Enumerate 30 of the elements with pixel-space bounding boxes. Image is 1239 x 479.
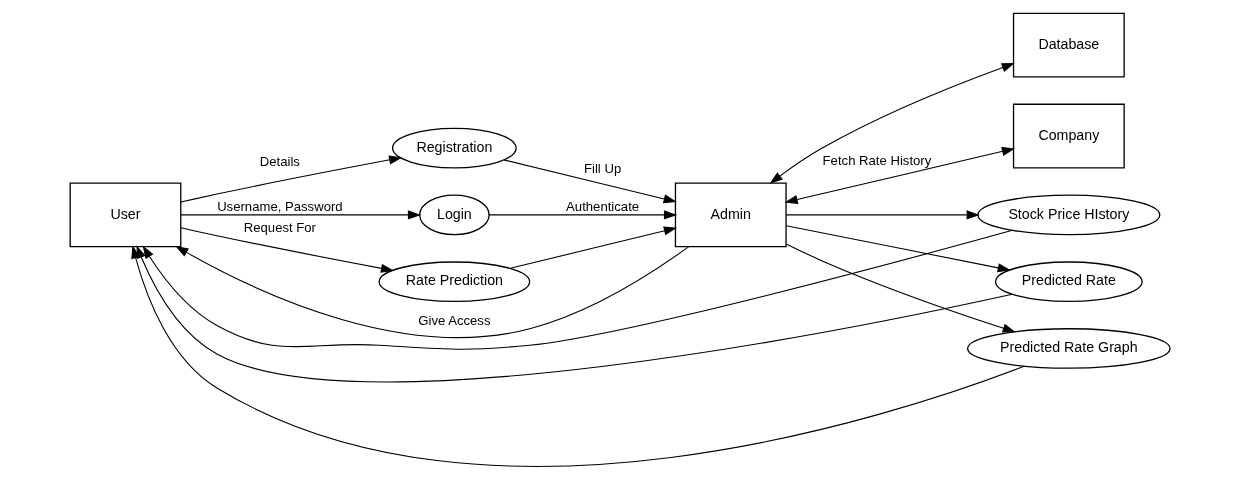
arrow [488,209,677,219]
arrow [784,146,1015,204]
arrow [179,154,402,203]
arrow [502,158,677,203]
node-ellipse: Login [418,194,490,235]
node-box: Admin [674,181,787,247]
arrow [785,242,1016,333]
arrow [509,225,677,269]
arrow [179,226,394,273]
arrow [130,244,1025,467]
arrow [785,224,1011,272]
arrow [179,209,421,219]
edge-label: Fetch Rate History [822,152,931,168]
edge-label: Username, Password [216,198,343,214]
arrow [174,245,689,338]
node-ellipse: Stock Price HIstory [976,194,1160,235]
edge-label: Fill Up [583,160,621,176]
arrow [785,209,980,219]
edge-label: Request For [243,219,316,235]
node-ellipse: Registration [391,127,517,168]
edge-label: Details [259,153,300,169]
node-box: Company [1012,103,1125,168]
node-box: Database [1012,12,1125,78]
arrow [142,229,1013,350]
node-ellipse: Predicted Rate Graph [966,327,1171,369]
node-box: User [69,181,181,247]
arrow [769,62,1015,184]
edge-label: Authenticate [565,198,639,214]
edge-label: Give Access [417,312,490,328]
arrow [135,244,1013,382]
